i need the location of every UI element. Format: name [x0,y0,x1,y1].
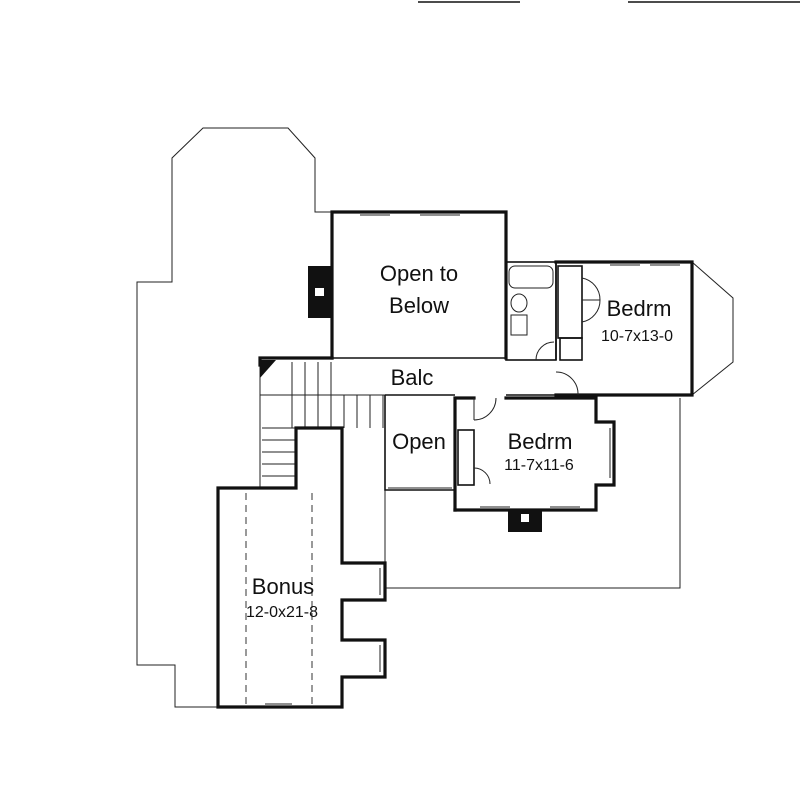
bathroom [505,261,557,361]
open-area [384,395,455,491]
balcony-label: Balc [391,365,434,390]
chimney-lower [508,510,542,532]
bedroom-lower-label: Bedrm [508,429,573,454]
bonus-label: Bonus [252,574,314,599]
bonus-size: 12-0x21-8 [246,604,318,621]
open-to-below-line1: Open to [380,261,458,286]
chimney-upper [308,266,332,318]
bedroom-lower-room [453,396,616,512]
bedroom-upper-size: 10-7x13-0 [601,328,673,345]
bonus-room [216,426,387,709]
bedroom-upper-label: Bedrm [607,296,672,321]
bedroom-lower-size: 11-7x11-6 [504,457,574,474]
open-to-below-line2: Below [389,293,449,318]
balcony-and-stairs [258,356,556,477]
bedroom-upper-room [554,260,694,397]
lower-roof-outline [136,127,734,708]
open-label: Open [392,429,446,454]
